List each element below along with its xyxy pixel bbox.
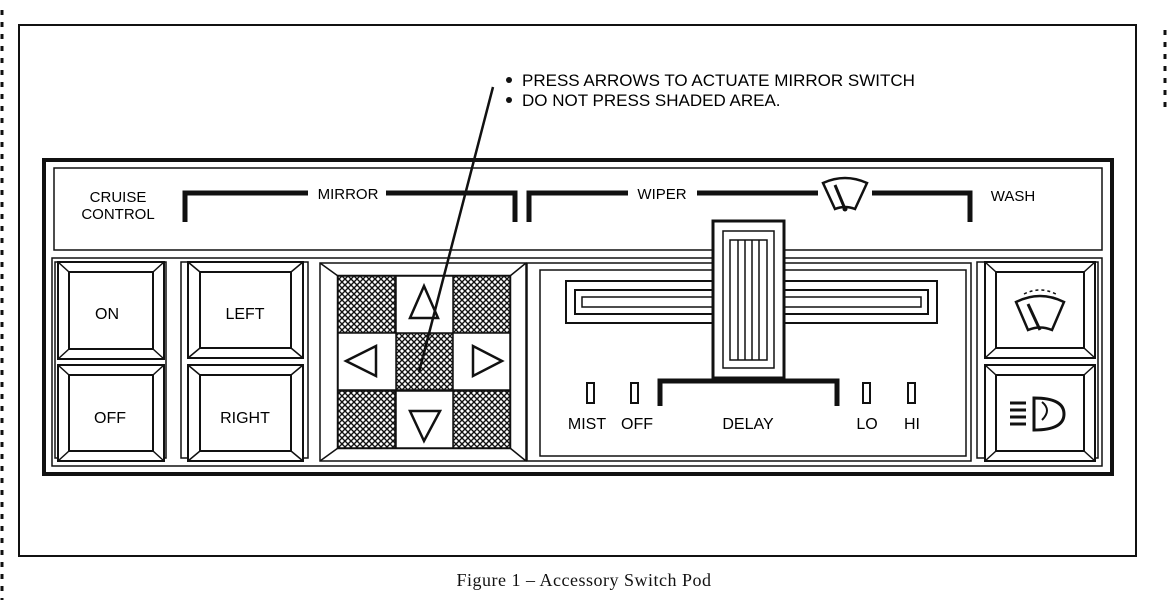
off-indicator <box>630 382 639 404</box>
cruise-on-button[interactable]: ON <box>57 261 165 360</box>
mist-indicator <box>586 382 595 404</box>
wiper-header-bracket: WIPER WASH <box>526 176 1035 222</box>
cruise-on-label: ON <box>95 306 119 323</box>
wiper-bracket-outer <box>526 190 973 222</box>
wiper-control-group: MIST OFF DELAY LO HI <box>526 219 972 462</box>
cruise-control-group: ON OFF <box>54 261 167 462</box>
headlamp-washer-icon <box>1010 396 1066 432</box>
mirror-up-arrow-button[interactable] <box>395 275 454 334</box>
windshield-wiper-icon <box>821 176 869 212</box>
mirror-pad-bevel <box>319 262 527 462</box>
button-panel <box>51 257 1103 467</box>
mirror-select-group: LEFT RIGHT <box>180 261 309 462</box>
bullet <box>506 77 512 83</box>
mirror-bracket-inner <box>189 197 511 222</box>
shaded-corner <box>337 275 396 334</box>
delay-label: DELAY <box>722 416 774 433</box>
note-2: DO NOT PRESS SHADED AREA. <box>522 91 781 110</box>
wiper-slider-knob[interactable] <box>711 219 786 380</box>
mist-label: MIST <box>568 416 606 433</box>
cruise-label-line1: CRUISE <box>90 189 147 206</box>
cruise-control-header: CRUISE CONTROL <box>81 189 154 223</box>
mirror-label: MIRROR <box>318 186 379 203</box>
wiper-label: WIPER <box>637 186 686 203</box>
hi-indicator <box>907 382 916 404</box>
figure-caption: Figure 1 – Accessory Switch Pod <box>456 570 712 590</box>
mirror-left-button[interactable]: LEFT <box>187 261 304 359</box>
shaded-corner <box>452 275 511 334</box>
figure-frame <box>18 24 1137 557</box>
lo-label: LO <box>856 416 877 433</box>
cruise-off-label: OFF <box>94 410 126 427</box>
callout-leader-line <box>417 86 495 373</box>
windshield-wiper-icon <box>1014 289 1066 332</box>
mirror-left-label: LEFT <box>225 306 264 323</box>
cruise-off-button[interactable]: OFF <box>57 364 165 462</box>
bullet <box>506 97 512 103</box>
arrow-up-icon <box>408 282 440 320</box>
mirror-down-arrow-button[interactable] <box>395 390 454 449</box>
hi-label: HI <box>904 416 920 433</box>
note-1: PRESS ARROWS TO ACTUATE MIRROR SWITCH <box>522 71 915 90</box>
windshield-washer-button[interactable] <box>984 261 1096 359</box>
mirror-left-arrow-button[interactable] <box>337 332 397 391</box>
shaded-center <box>395 332 454 391</box>
mirror-direction-pad <box>319 262 527 462</box>
headlamp-washer-button[interactable] <box>984 364 1096 462</box>
wiper-bracket-inner <box>533 197 966 222</box>
mirror-header-bracket: MIRROR <box>182 186 518 222</box>
arrow-right-icon <box>471 343 505 379</box>
mirror-bracket-outer <box>182 190 518 222</box>
instruction-notes: PRESS ARROWS TO ACTUATE MIRROR SWITCH DO… <box>506 71 915 110</box>
label-panel <box>53 167 1103 251</box>
delay-bracket-inner <box>664 385 833 406</box>
wiper-position-marks: MIST OFF DELAY LO HI <box>568 378 920 433</box>
wash-group <box>976 261 1099 462</box>
off-label: OFF <box>621 416 653 433</box>
delay-bracket <box>657 378 840 406</box>
mirror-right-button[interactable]: RIGHT <box>187 364 304 462</box>
mirror-right-label: RIGHT <box>220 410 270 427</box>
arrow-down-icon <box>408 409 443 444</box>
arrow-left-icon <box>343 343 378 379</box>
wash-label: WASH <box>991 188 1035 205</box>
shaded-corner <box>452 390 511 449</box>
lo-indicator <box>862 382 871 404</box>
shaded-corner <box>337 390 396 449</box>
mirror-right-arrow-button[interactable] <box>452 332 511 391</box>
cruise-label-line2: CONTROL <box>81 206 154 223</box>
